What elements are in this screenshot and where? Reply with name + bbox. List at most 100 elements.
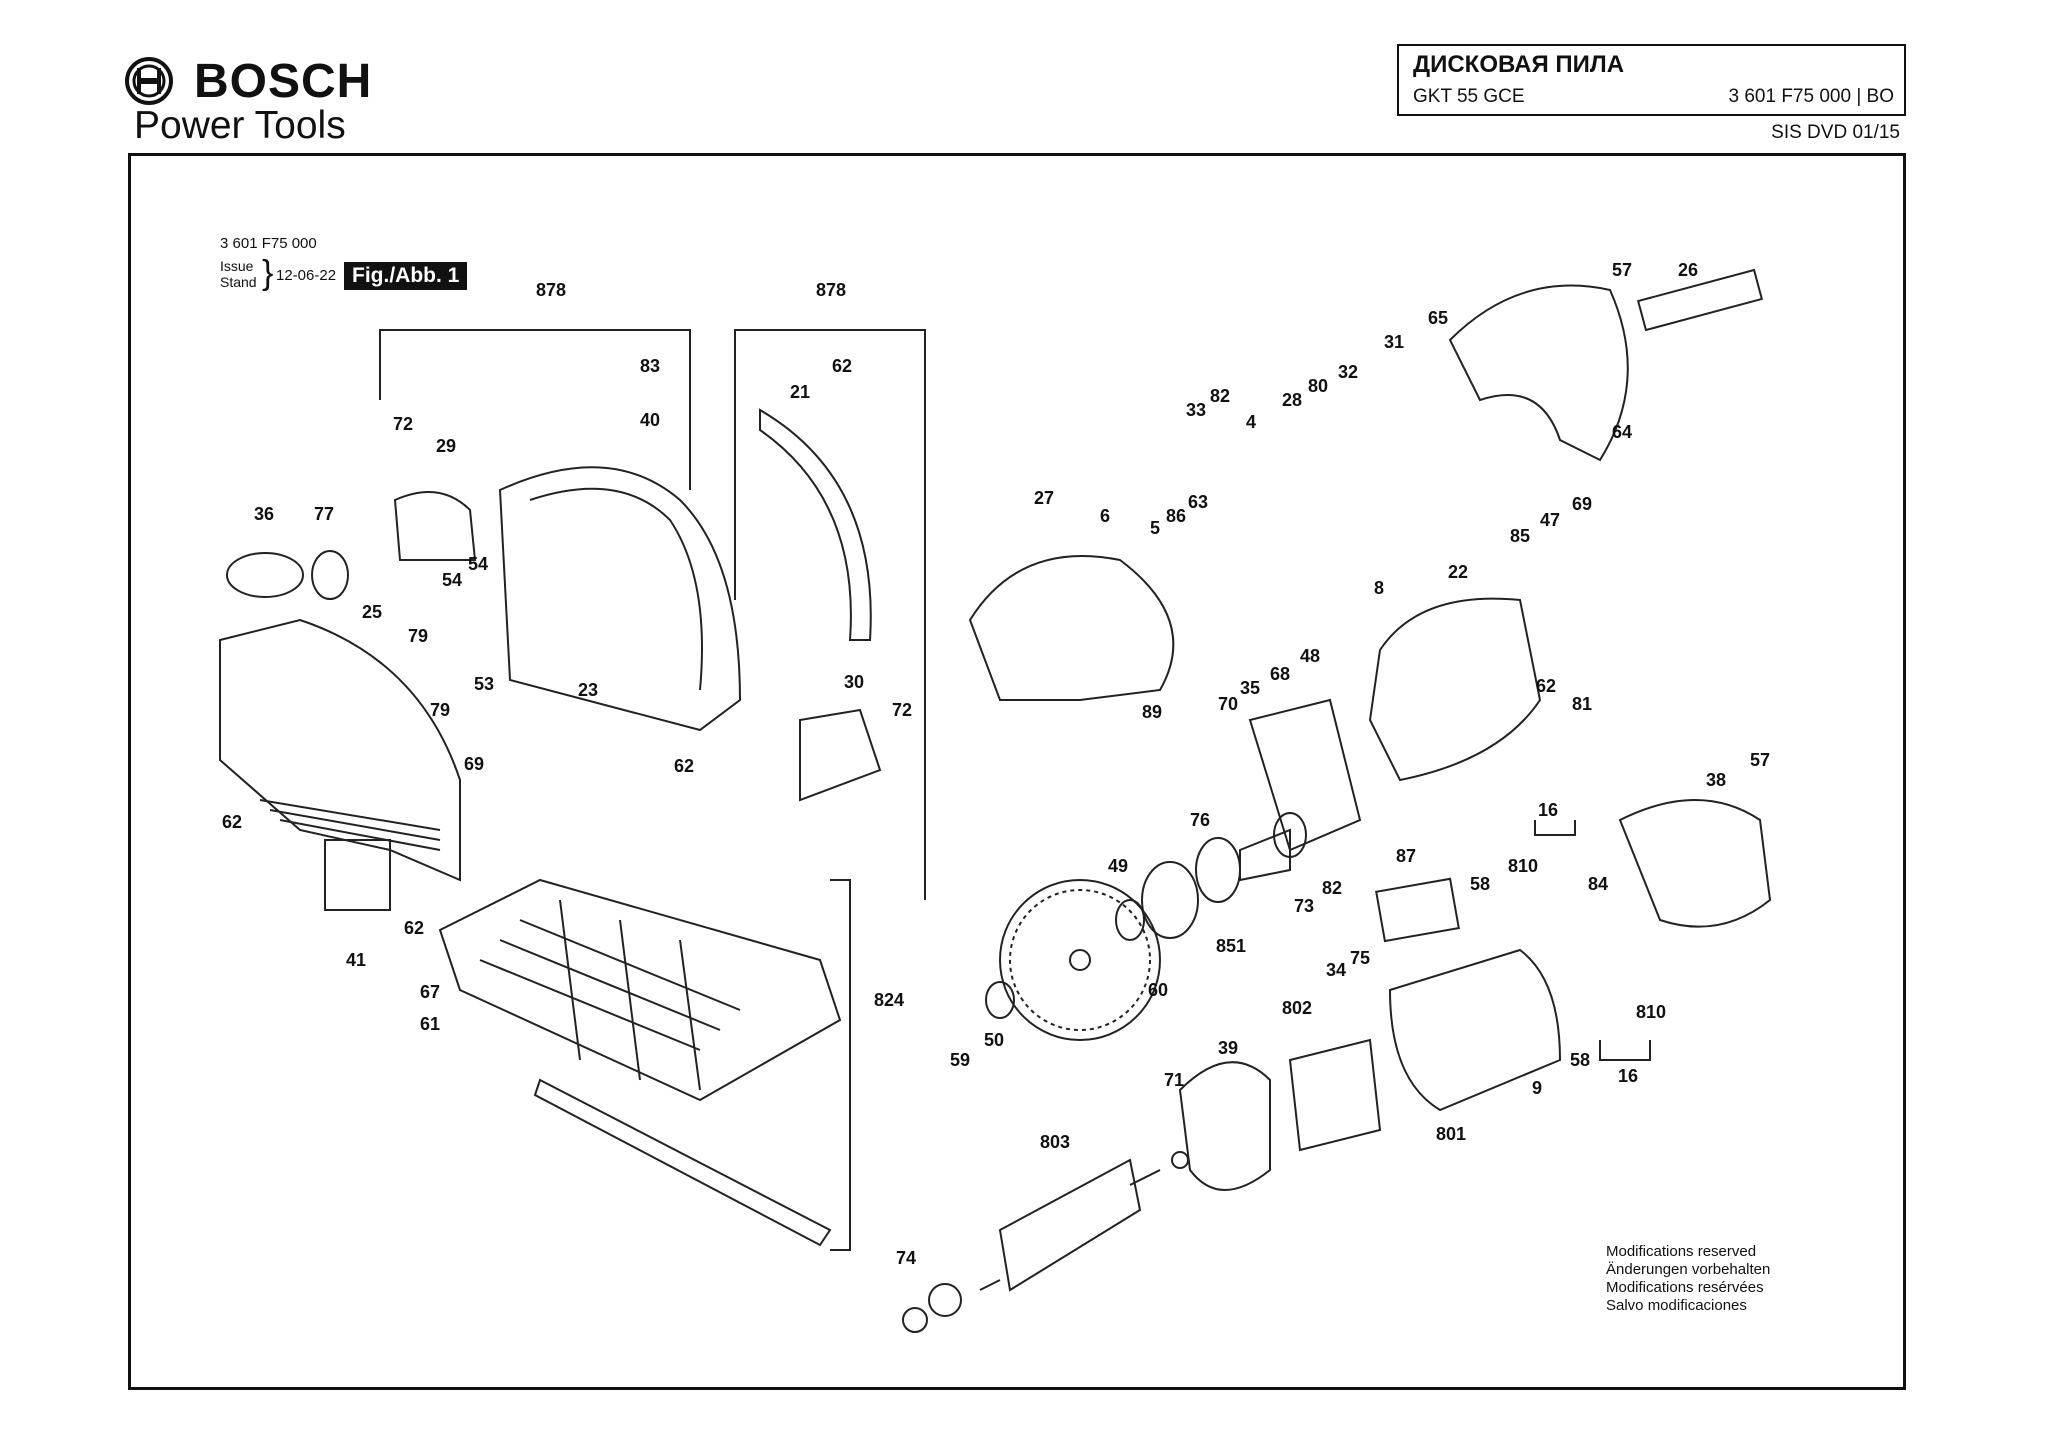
callout-47: 47 (1540, 510, 1560, 530)
callout-4: 4 (1246, 412, 1256, 432)
callout-851: 851 (1216, 936, 1246, 956)
part-41-clip (324, 839, 391, 911)
bosch-logo: BOSCH Power Tools (124, 52, 544, 152)
callout-62-e: 62 (1536, 676, 1556, 696)
brace-glyph: } (262, 254, 274, 292)
callout-79-a: 79 (408, 626, 428, 646)
callout-29: 29 (436, 436, 456, 456)
callout-16-b: 16 (1618, 1066, 1638, 1086)
issue-date: 12-06-22 (276, 267, 337, 284)
callout-64: 64 (1612, 422, 1632, 442)
callout-8: 8 (1374, 578, 1384, 598)
part-guide-rail (533, 1078, 832, 1247)
bracket-878-right (734, 329, 926, 900)
callout-50: 50 (984, 1030, 1004, 1050)
part-38-motor-cover (1618, 799, 1772, 928)
modifications-notes: Modifications reserved Änderungen vorbeh… (1606, 1243, 1770, 1315)
callout-5: 5 (1150, 518, 1160, 538)
part-851-flange (1141, 861, 1199, 939)
figure-label: Fig./Abb. 1 (344, 262, 468, 290)
callout-69-b: 69 (1572, 494, 1592, 514)
saw-blade (999, 879, 1161, 1041)
callout-801: 801 (1436, 1124, 1466, 1144)
brand-name: BOSCH (194, 55, 373, 108)
callout-65: 65 (1428, 308, 1448, 328)
callout-53: 53 (474, 674, 494, 694)
callout-31: 31 (1384, 332, 1404, 352)
callout-76: 76 (1190, 810, 1210, 830)
callout-39: 39 (1218, 1038, 1238, 1058)
note-en: Modifications reserved (1606, 1243, 1757, 1260)
drawing-frame (128, 153, 1906, 1390)
part-49-bearing (1115, 899, 1145, 941)
part-27-housing (968, 555, 1175, 701)
part-23-blade-guard (498, 466, 742, 732)
callout-69: 69 (464, 754, 484, 774)
callout-41: 41 (346, 950, 366, 970)
callout-40: 40 (640, 410, 660, 430)
callout-33: 33 (1186, 400, 1206, 420)
callout-22: 22 (1448, 562, 1468, 582)
callout-810-b: 810 (1636, 1002, 1666, 1022)
part-30-bevel-lock (799, 708, 882, 802)
callout-82: 82 (1210, 386, 1230, 406)
part-71-ring (1171, 1151, 1189, 1169)
callout-80: 80 (1308, 376, 1328, 396)
part-36-dust-spout (226, 552, 304, 598)
bracket-16-bottom (1599, 1040, 1651, 1061)
model-name: GKT 55 GCE (1413, 86, 1525, 107)
part-824-base-plate (438, 878, 842, 1102)
part-74-washer (902, 1307, 928, 1333)
bracket-824 (830, 879, 851, 1251)
callout-89: 89 (1142, 702, 1162, 722)
callout-38: 38 (1706, 770, 1726, 790)
callout-67: 67 (420, 982, 440, 1002)
callout-59: 59 (950, 1050, 970, 1070)
callout-74: 74 (896, 1248, 916, 1268)
part-29-housing (393, 491, 477, 561)
callout-802: 802 (1282, 998, 1312, 1018)
callout-77: 77 (314, 504, 334, 524)
callout-58: 58 (1470, 874, 1490, 894)
callout-68: 68 (1270, 664, 1290, 684)
callout-70: 70 (1218, 694, 1238, 714)
part-801-motor-housing (1388, 948, 1562, 1112)
callout-23: 23 (578, 680, 598, 700)
callout-878-left: 878 (536, 280, 566, 300)
callout-30: 30 (844, 672, 864, 692)
callout-35: 35 (1240, 678, 1260, 698)
part-50-flange (985, 981, 1015, 1019)
title-block: ДИСКОВАЯ ПИЛА GKT 55 GCE 3 601 F75 000 |… (1397, 44, 1906, 116)
callout-61: 61 (420, 1014, 440, 1034)
bosch-armature-icon (125, 57, 173, 105)
part-802-field (1288, 1038, 1382, 1152)
figure-tool-number: 3 601 F75 000 (220, 235, 317, 252)
callout-62: 62 (832, 356, 852, 376)
brand-subtitle: Power Tools (134, 104, 346, 147)
callout-87: 87 (1396, 846, 1416, 866)
callout-16: 16 (1538, 800, 1558, 820)
callout-79-b: 79 (430, 700, 450, 720)
note-es: Salvo modificaciones (1606, 1297, 1747, 1314)
callout-57: 57 (1612, 260, 1632, 280)
stand-label: Stand (220, 274, 257, 290)
callout-62-b: 62 (674, 756, 694, 776)
callout-28: 28 (1282, 390, 1302, 410)
issue-label: Issue (220, 258, 254, 274)
part-87-brush-holder (1375, 877, 1460, 943)
callout-36: 36 (254, 504, 274, 524)
callout-57-b: 57 (1750, 750, 1770, 770)
callout-48: 48 (1300, 646, 1320, 666)
callout-27: 27 (1034, 488, 1054, 508)
callout-71: 71 (1164, 1070, 1184, 1090)
part-77-o-ring (311, 550, 349, 600)
callout-58-b: 58 (1570, 1050, 1590, 1070)
callout-85: 85 (1510, 526, 1530, 546)
note-fr: Modifications resérvées (1606, 1279, 1764, 1296)
bracket-878-left (379, 329, 691, 490)
part-25-guard-cover (219, 618, 461, 882)
callout-60: 60 (1148, 980, 1168, 1000)
callout-6: 6 (1100, 506, 1110, 526)
bracket-16-top (1534, 820, 1576, 836)
